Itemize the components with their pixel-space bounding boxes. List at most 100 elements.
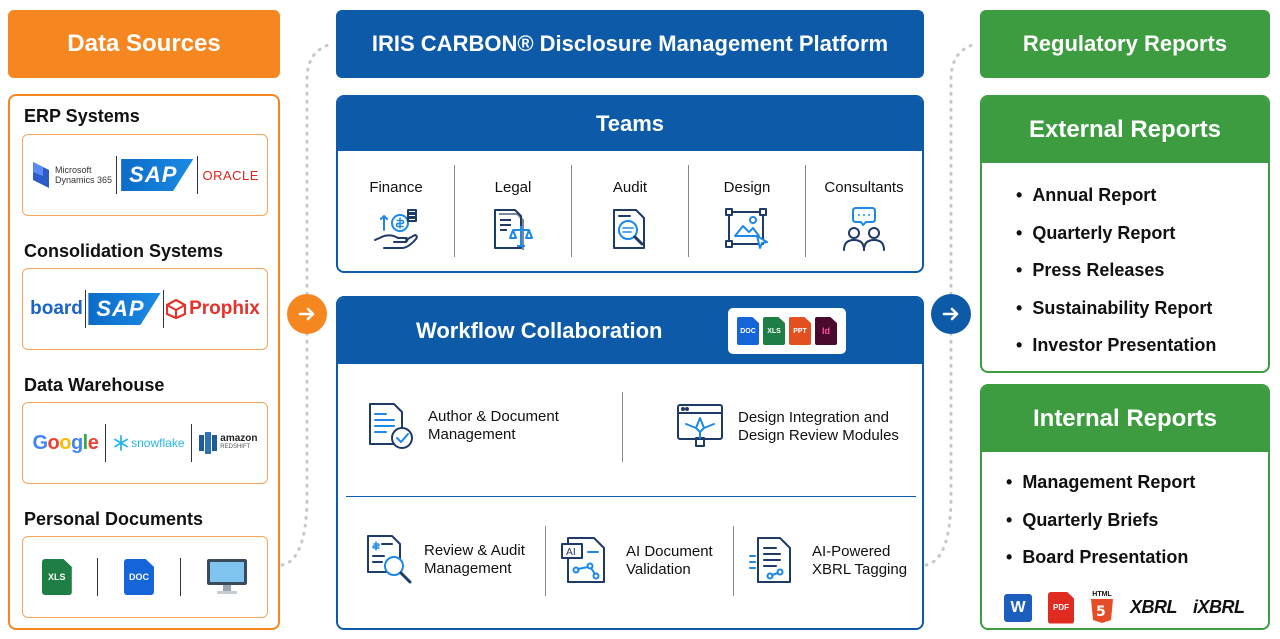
google-logo: Google (32, 431, 99, 454)
snowflake-icon (114, 435, 129, 451)
erp-systems-title: ERP Systems (24, 106, 140, 126)
ppt-file-icon: PPT (789, 317, 811, 345)
doc-file-icon: DOC (123, 559, 154, 595)
regulatory-reports-header: Regulatory Reports (980, 10, 1270, 78)
team-label: Consultants (824, 179, 904, 196)
prophix-text: Prophix (189, 298, 260, 319)
team-divider (688, 165, 689, 257)
workflow-item-ai-validation: AI AI Document Validation (560, 536, 713, 586)
arrow-right-icon (931, 294, 971, 334)
logo-divider (162, 290, 164, 328)
dynamics-text: Dynamics 365 (55, 175, 113, 185)
redshift-text: REDSHIFT (220, 444, 251, 450)
teams-title: Teams (338, 97, 922, 151)
list-item: Press Releases (1016, 252, 1216, 290)
finance-hand-coin-icon (374, 209, 418, 249)
team-divider (571, 165, 572, 257)
team-label: Audit (612, 179, 648, 196)
erp-logos-card: Microsoft Dynamics 365 SAP ORACLE (22, 134, 268, 216)
html5-shield-icon: 5 (1091, 599, 1113, 623)
svg-text:5: 5 (1096, 604, 1106, 620)
workflow-row-divider (346, 496, 916, 497)
list-item: Sustainability Report (1016, 290, 1216, 328)
workflow-header: Workflow Collaboration DOC XLS PPT Id (338, 298, 922, 364)
teams-panel: Teams Finance Legal (336, 95, 924, 273)
snowflake-logo: snowflake (113, 435, 185, 451)
team-finance: Finance (338, 153, 454, 271)
team-label: Finance (369, 179, 423, 196)
amazon-text: amazon (220, 433, 258, 444)
team-design: Design (689, 153, 805, 271)
list-item: Management Report (1006, 464, 1195, 502)
workflow-item-line: Author & Document (428, 408, 559, 425)
workflow-item-line: Design Review Modules (738, 427, 899, 444)
list-item: Annual Report (1016, 177, 1216, 215)
regulatory-reports-title: Regulatory Reports (1022, 31, 1228, 56)
microsoft-text: Microsoft (55, 165, 92, 175)
workflow-item-line: Validation (626, 561, 691, 578)
external-reports-panel: External Reports Annual Report Quarterly… (980, 95, 1270, 373)
logo-divider (97, 558, 99, 596)
consolidation-logos-card: board SAP Prophix (22, 268, 268, 350)
logo-divider (179, 558, 181, 596)
microsoft-dynamics-logo: Microsoft Dynamics 365 (31, 160, 112, 190)
personal-documents-title: Personal Documents (24, 509, 204, 529)
monitor-icon (207, 559, 248, 594)
html5-icon: HTML 5 (1090, 591, 1114, 624)
warehouse-logos-card: Google snowflake amazon REDSHIFT (22, 402, 268, 484)
xls-file-icon: XLS (763, 317, 785, 345)
team-divider (454, 165, 455, 257)
snowflake-text: snowflake (131, 436, 185, 450)
xls-file-icon: XLS (41, 559, 72, 595)
amazon-redshift-logo: amazon REDSHIFT (199, 432, 258, 454)
review-audit-magnifier-icon (367, 535, 412, 584)
design-integration-browser-icon (677, 404, 723, 447)
list-item: Board Presentation (1006, 539, 1195, 577)
personal-documents-card: XLS DOC (22, 536, 268, 618)
logo-divider (105, 424, 107, 462)
workflow-item-line: XBRL Tagging (812, 561, 908, 578)
team-consultants: Consultants (806, 153, 922, 271)
external-reports-title: External Reports (982, 97, 1268, 163)
legal-document-scales-icon (494, 209, 533, 250)
list-item: Quarterly Report (1016, 215, 1216, 253)
data-sources-title: Data Sources (67, 30, 221, 57)
logo-divider (116, 156, 118, 194)
team-label: Legal (494, 179, 532, 196)
ixbrl-logo: iXBRL (1193, 597, 1245, 617)
pdf-icon: PDF (1048, 591, 1074, 624)
workflow-item-design-integration: Design Integration and Design Review Mod… (676, 402, 899, 452)
internal-reports-list: Management Report Quarterly Briefs Board… (1006, 464, 1195, 577)
workflow-divider (545, 526, 546, 596)
team-label: Design (723, 179, 771, 196)
logo-divider (197, 156, 199, 194)
document-check-icon (369, 403, 413, 449)
output-formats-row: W PDF HTML 5 XBRL iXBRL (1004, 591, 1245, 624)
data-sources-header: Data Sources (8, 10, 280, 78)
platform-title: IRIS CARBON® Disclosure Management Platf… (371, 31, 889, 56)
html-label: HTML (1092, 591, 1112, 598)
board-logo: board (30, 298, 83, 319)
external-reports-list: Annual Report Quarterly Report Press Rel… (1016, 177, 1216, 365)
workflow-divider (622, 392, 623, 462)
workflow-item-author: Author & Document Management (364, 400, 559, 452)
design-artboard-icon (725, 208, 768, 249)
redshift-icon (199, 432, 218, 454)
workflow-divider (733, 526, 734, 596)
workflow-item-line: Management (424, 560, 512, 577)
workflow-item-review-audit: Review & Audit Management (364, 534, 525, 586)
prophix-cube-icon (166, 299, 187, 319)
workflow-panel: Workflow Collaboration DOC XLS PPT Id Au… (336, 296, 924, 630)
workflow-item-line: Review & Audit (424, 542, 525, 559)
list-item: Quarterly Briefs (1006, 502, 1195, 540)
logo-divider (85, 290, 87, 328)
doc-file-icon: DOC (737, 317, 759, 345)
workflow-item-line: Management (428, 426, 516, 443)
svg-text:AI: AI (566, 547, 576, 558)
workflow-item-line: Design Integration and (738, 409, 889, 426)
xbrl-tagging-document-icon (749, 537, 791, 583)
dynamics-icon (33, 162, 50, 188)
filetype-badges: DOC XLS PPT Id (728, 308, 846, 354)
team-legal: Legal (455, 153, 571, 271)
consolidation-systems-title: Consolidation Systems (24, 241, 224, 261)
